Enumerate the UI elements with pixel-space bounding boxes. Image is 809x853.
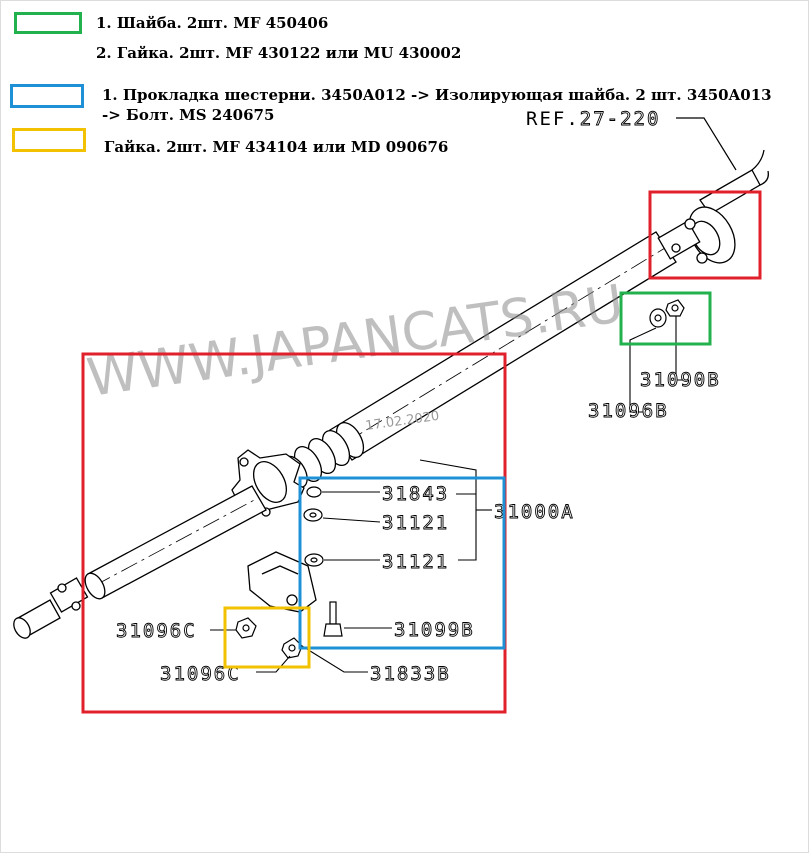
part-label-31121-lower: 31121 — [382, 551, 449, 573]
shaft-rear-extension — [699, 149, 769, 215]
rear-universal-joint — [657, 206, 736, 264]
watermark: WWW.JAPANCATS.RU — [83, 274, 627, 409]
legend-swatch-blue — [10, 84, 84, 108]
legend-swatch-green — [14, 12, 82, 34]
legend-yellow-line1: Гайка. 2шт. MF 434104 или MD 090676 — [104, 138, 449, 156]
front-universal-joint — [13, 577, 89, 639]
part-label-31843: 31843 — [382, 483, 449, 505]
legend-blue-line1: 1. Прокладка шестерни. 3450A012 -> Изоли… — [102, 86, 772, 104]
part-label-31096C-bottom: 31096C — [160, 663, 241, 685]
part-label-31099B: 31099B — [394, 619, 475, 641]
part-label-31121-upper: 31121 — [382, 512, 449, 534]
highlight-box-blue-washers — [298, 476, 506, 650]
nut-31096C-bottom — [281, 637, 303, 659]
part-label-31090B: 31090B — [640, 369, 721, 391]
ref-label: REF.27-220 — [526, 108, 660, 130]
highlight-box-green-nuts — [619, 291, 712, 346]
highlight-box-red-rear-joint — [648, 190, 762, 280]
legend-swatch-yellow — [12, 128, 86, 152]
nut-31096C-left — [235, 617, 257, 639]
leader-lines — [210, 316, 690, 673]
bolt-31099B — [323, 601, 343, 637]
highlight-box-yellow-nuts — [223, 606, 311, 669]
washer-31843 — [306, 486, 322, 498]
legend-green-line2: 2. Гайка. 2шт. MF 430122 или MU 430002 — [96, 44, 462, 62]
part-label-31096B: 31096B — [588, 400, 669, 422]
ref-leader-line — [676, 117, 737, 171]
legend-green-line1: 1. Шайба. 2шт. MF 450406 — [96, 14, 329, 32]
part-label-31000A: 31000A — [494, 501, 575, 523]
part-label-31096C-left: 31096C — [116, 620, 197, 642]
washer-31096B — [649, 308, 667, 328]
washer-31121-lower — [304, 553, 324, 567]
legend-blue-line2: -> Болт. MS 240675 — [102, 106, 275, 124]
nut-31090B — [665, 299, 685, 317]
part-label-31833B: 31833B — [370, 663, 451, 685]
washer-31121-upper — [303, 508, 323, 522]
propeller-shaft-front — [84, 485, 267, 600]
